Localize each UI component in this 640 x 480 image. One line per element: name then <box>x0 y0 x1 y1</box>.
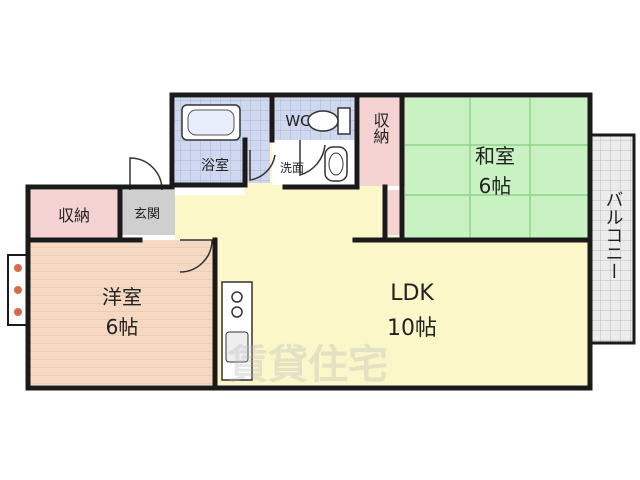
storage-top <box>360 98 405 186</box>
ldk-name: LDK <box>390 281 434 306</box>
tatami-lines <box>405 98 588 240</box>
ldk-size: 10帖 <box>387 316 437 341</box>
watermark: 賃貸住宅 <box>227 342 388 388</box>
walls <box>25 92 593 391</box>
washroom-label: 洗面 <box>280 161 304 175</box>
western-room-floor <box>30 240 215 385</box>
kitchen-counter <box>221 281 253 381</box>
balcony-label: バルコニー <box>603 190 624 280</box>
storage-top-label: 収納 <box>371 112 390 145</box>
storage-left <box>30 190 120 240</box>
western-room-name: 洋室 <box>102 285 142 309</box>
bath-label: 浴室 <box>201 157 229 174</box>
doors <box>129 140 326 273</box>
japanese-room-name: 和室 <box>475 144 515 168</box>
storage-strip <box>388 190 402 235</box>
storage-left-label: 収納 <box>58 206 90 225</box>
japanese-room-size: 6帖 <box>479 174 512 198</box>
western-room-size: 6帖 <box>106 315 139 339</box>
wc-label: WC <box>285 112 310 130</box>
entrance-floor <box>120 190 175 235</box>
washbasin-icon <box>324 146 348 182</box>
japanese-room-floor <box>405 98 588 240</box>
bathtub-icon <box>181 104 241 141</box>
toilet-icon <box>307 107 351 135</box>
window-planter <box>7 254 29 326</box>
entrance-label: 玄関 <box>134 207 160 222</box>
